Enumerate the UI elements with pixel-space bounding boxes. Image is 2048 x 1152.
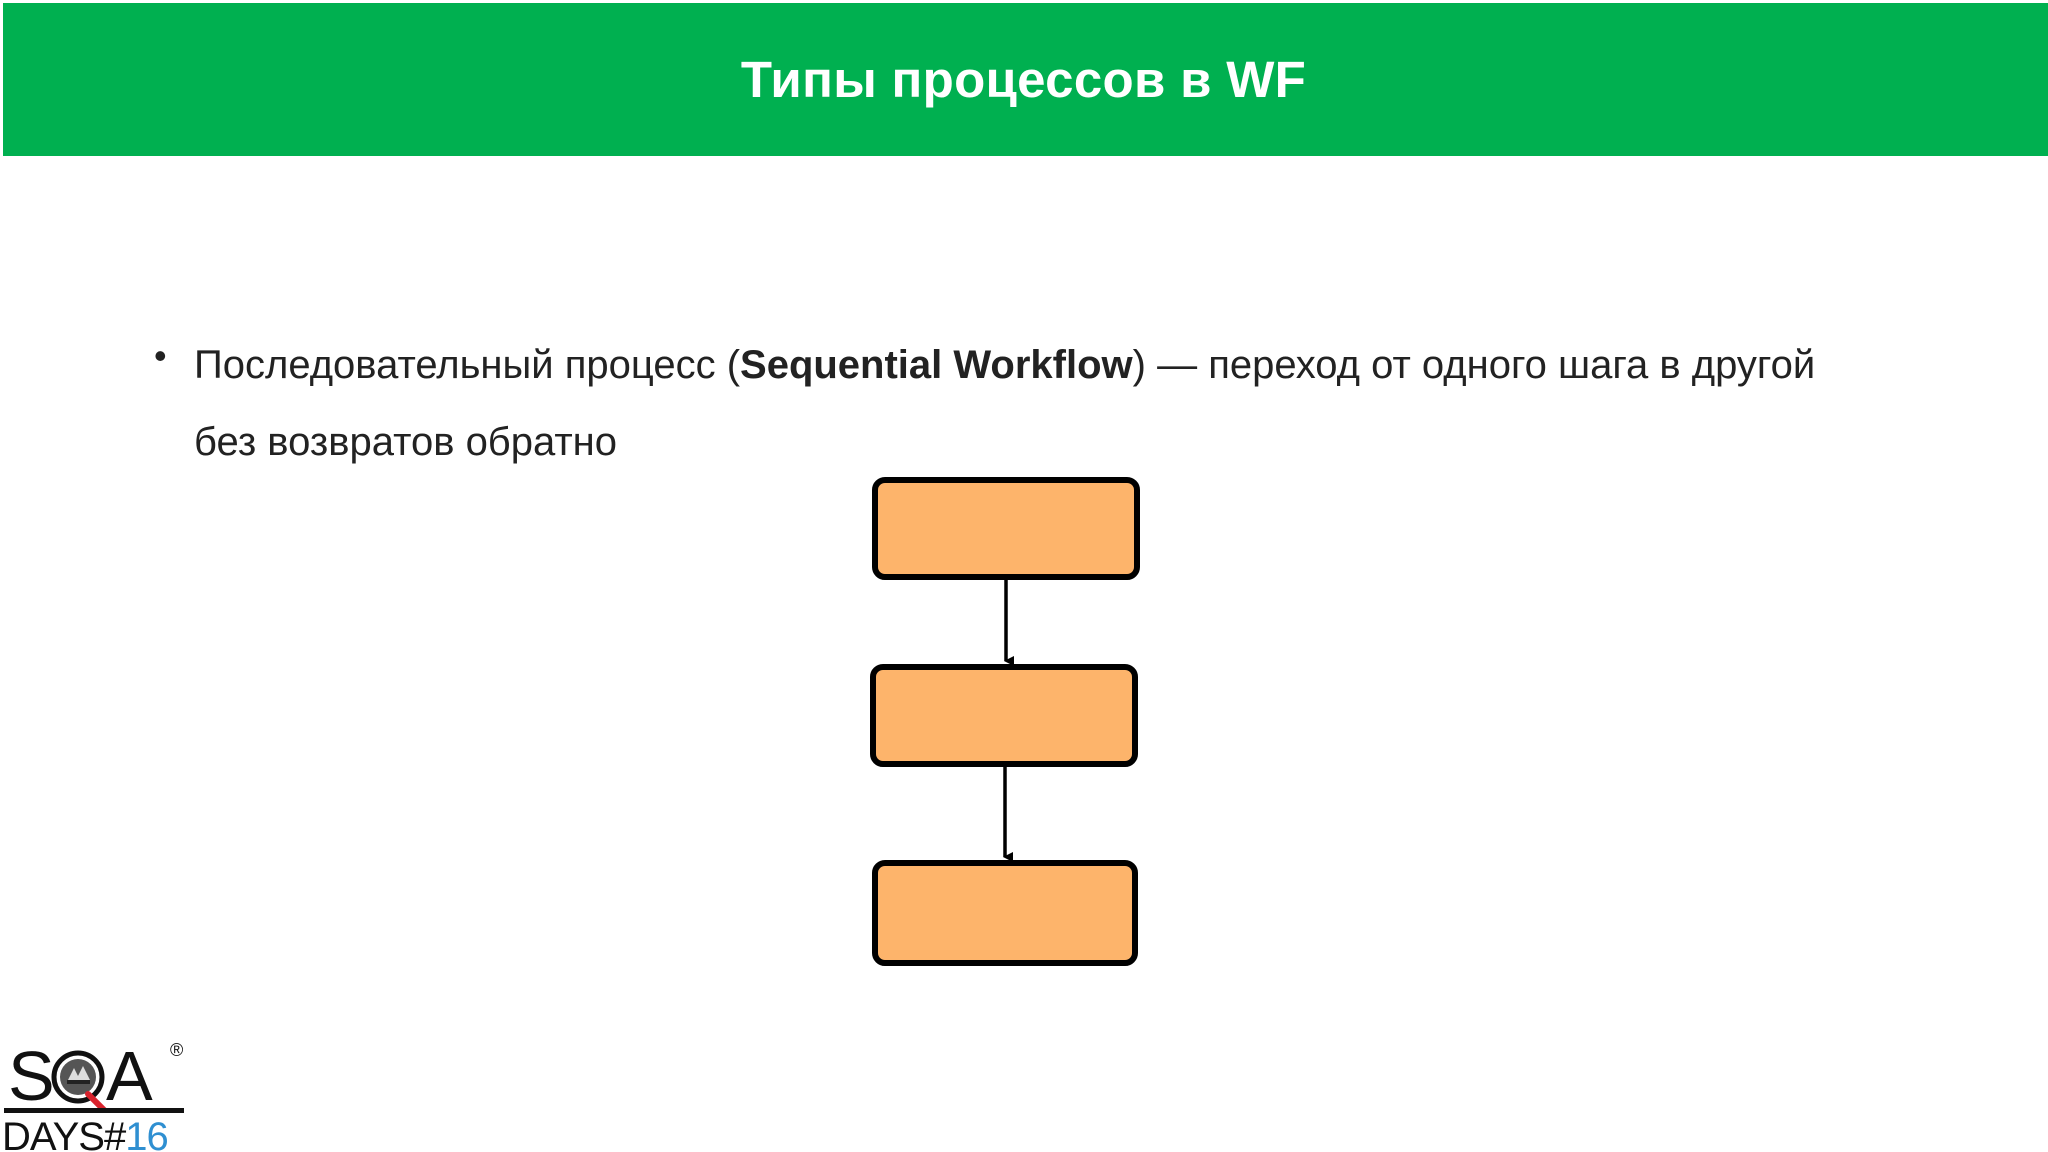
step-box-2: [870, 664, 1138, 767]
logo-divider: [4, 1108, 184, 1113]
logo-registered: ®: [170, 1040, 183, 1060]
slide-title: Типы процессов в WF: [740, 51, 1307, 108]
bullet-text-before: Последовательный процесс (: [194, 343, 741, 387]
logo-days: DAYS#16: [2, 1115, 168, 1152]
logo-q-icon: [51, 1050, 107, 1113]
bullet-marker: •: [154, 335, 167, 376]
step-box-1: [872, 477, 1140, 580]
bullet-text-bold: Sequential Workflow: [740, 343, 1133, 387]
sqa-days-logo: S A ® DAYS#16: [2, 1037, 184, 1152]
logo-a: A: [106, 1037, 153, 1115]
sequential-workflow-diagram: [870, 477, 1140, 966]
step-box-3: [872, 860, 1138, 966]
bullet-text-after: ) — переход от одного шага в другой без …: [194, 343, 1816, 464]
bullet-text: Последовательный процесс (Sequential Wor…: [194, 327, 1834, 481]
logo-s: S: [8, 1037, 55, 1115]
title-bar: Типы процессов в WF: [3, 3, 2048, 156]
